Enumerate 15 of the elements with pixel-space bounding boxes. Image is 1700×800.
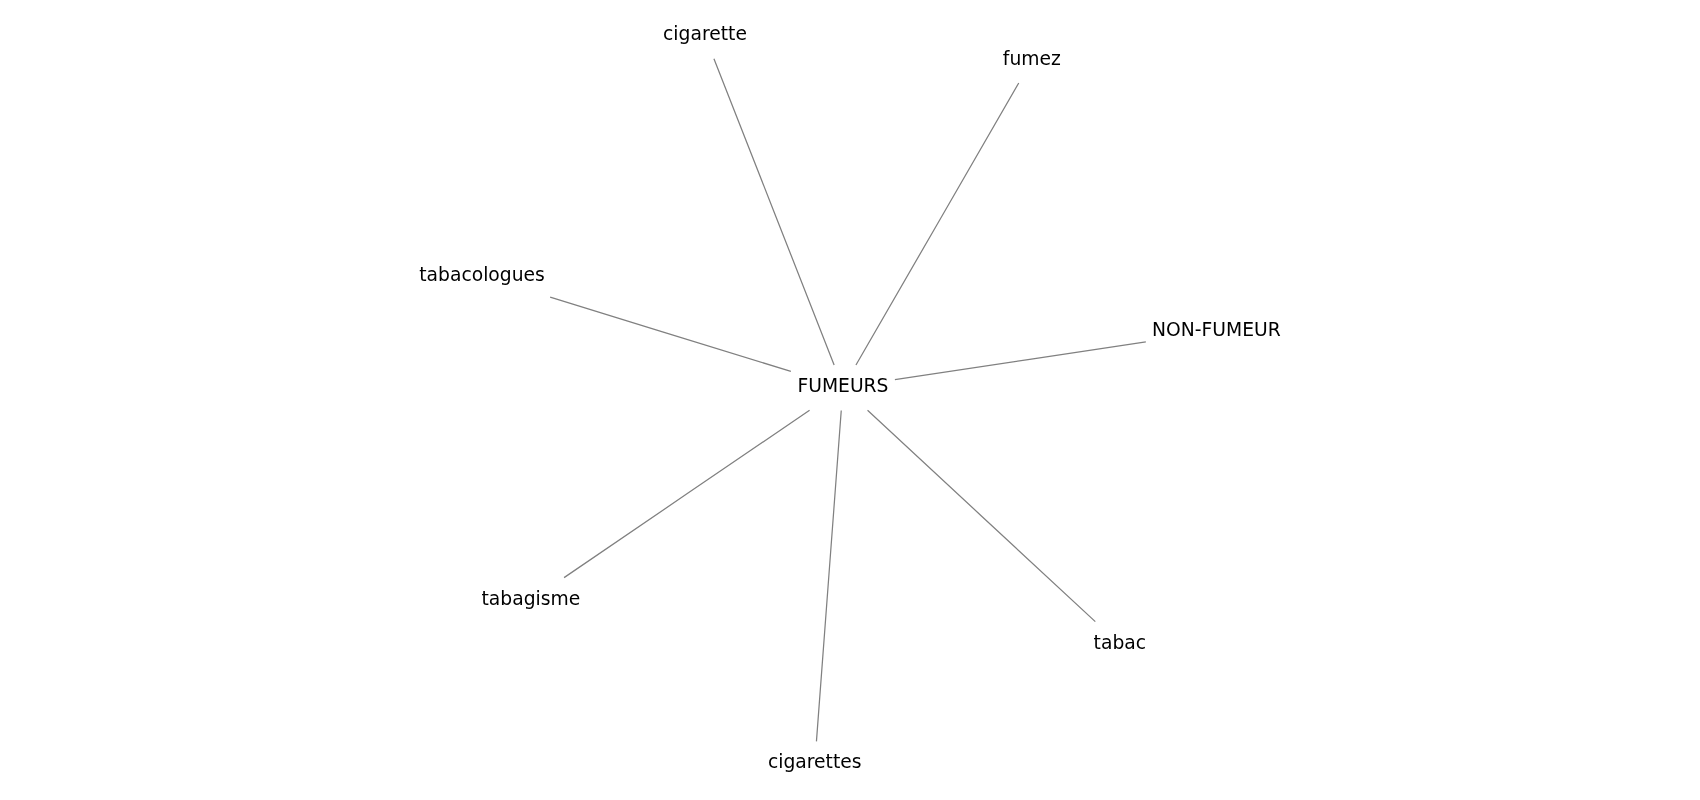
- connector: [549, 296, 791, 373]
- connector: [866, 409, 1096, 623]
- node-text: tabac: [1093, 631, 1146, 653]
- node-text: FUMEURS: [796, 374, 888, 396]
- node-text: cigarette: [662, 23, 747, 45]
- node-text: tabagisme: [481, 587, 580, 609]
- connector: [815, 409, 842, 743]
- node-text: cigarettes: [767, 751, 862, 773]
- connector: [712, 58, 835, 366]
- node-text: fumez: [1002, 47, 1061, 69]
- connector: [893, 341, 1146, 381]
- connector: [854, 82, 1019, 366]
- node-text: tabacologues: [418, 263, 545, 285]
- connector: [562, 409, 810, 579]
- node-text: NON-FUMEUR: [1151, 318, 1281, 340]
